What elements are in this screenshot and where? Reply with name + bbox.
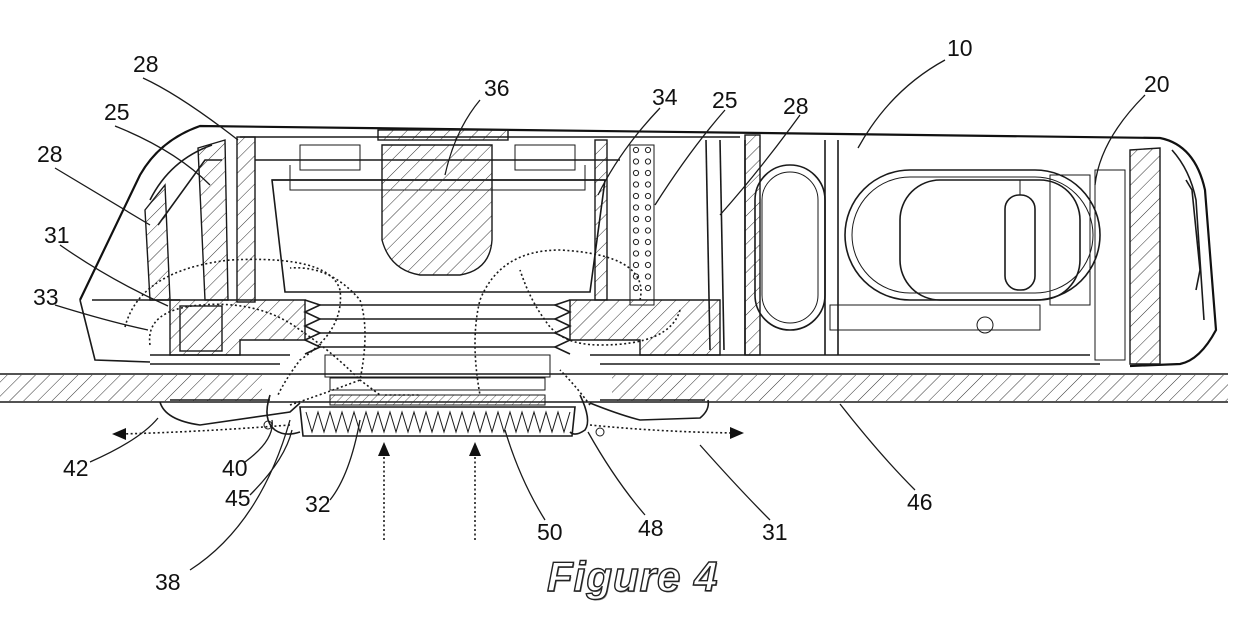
ref-25b: 25: [712, 87, 738, 113]
ref-32: 32: [305, 491, 331, 517]
spring-coil-dot: [644, 169, 652, 177]
spring-coil-dot: [632, 250, 640, 257]
ref-20: 20: [1144, 71, 1170, 97]
ref-50: 50: [537, 519, 563, 545]
ref-38: 38: [155, 569, 181, 595]
spring-coil-dot: [632, 204, 640, 211]
flow-arrows: [112, 424, 744, 540]
spring-coil-dot: [644, 250, 652, 257]
ref-28c: 28: [783, 93, 809, 119]
ref-10: 10: [947, 35, 973, 61]
spring-coil-dot: [644, 227, 652, 234]
spring-coil-dot: [632, 261, 640, 269]
reference-numerals: 28 25 28 31 33 36 34 25 28 10 20 42 40 4…: [33, 35, 1170, 595]
ref-31a: 31: [44, 222, 70, 248]
spring-column: [632, 146, 652, 292]
spring-coil-dot: [632, 284, 640, 292]
spring-coil-dot: [644, 192, 652, 200]
fan-housing: [271, 144, 606, 293]
spring-coil-dot: [644, 238, 652, 246]
spring-coil-dot: [644, 158, 652, 165]
spring-coil-dot: [632, 192, 640, 200]
spring-coil-dot: [632, 146, 640, 154]
ref-31b: 31: [762, 519, 788, 545]
ref-42: 42: [63, 455, 89, 481]
figure-caption: Figure 4: [546, 552, 719, 600]
bellows: [303, 299, 572, 391]
ref-48: 48: [638, 515, 664, 541]
base-plate: [150, 299, 1100, 365]
ref-28b: 28: [37, 141, 63, 167]
spring-coil-dot: [644, 261, 652, 269]
spring-coil-dot: [644, 284, 652, 292]
spring-coil-dot: [644, 215, 652, 223]
ref-40: 40: [222, 455, 248, 481]
spring-coil-dot: [632, 273, 640, 280]
spring-coil-dot: [632, 169, 640, 177]
ref-46: 46: [907, 489, 933, 515]
airflow-paths: [124, 249, 681, 406]
ref-33: 33: [33, 284, 59, 310]
spring-coil-dot: [632, 181, 640, 188]
spring-coil-dot: [632, 215, 640, 223]
spring-coil-dot: [632, 238, 640, 246]
spring-coil-dot: [644, 146, 652, 154]
spring-coil-dot: [644, 204, 652, 211]
spring-coil-dot: [632, 227, 640, 234]
ref-34: 34: [652, 84, 678, 110]
interior-trim: [159, 394, 710, 437]
spring-coil-dot: [644, 273, 652, 280]
refrigeration-coils: [754, 164, 1101, 334]
ref-28a: 28: [133, 51, 159, 77]
roof-panel: [0, 373, 1228, 403]
spring-coil-dot: [644, 181, 652, 188]
ref-36: 36: [484, 75, 510, 101]
spring-coil-dot: [632, 158, 640, 165]
ref-45: 45: [225, 485, 251, 511]
grille: [299, 394, 576, 437]
ref-25a: 25: [104, 99, 130, 125]
leader-lines: [54, 59, 1146, 571]
